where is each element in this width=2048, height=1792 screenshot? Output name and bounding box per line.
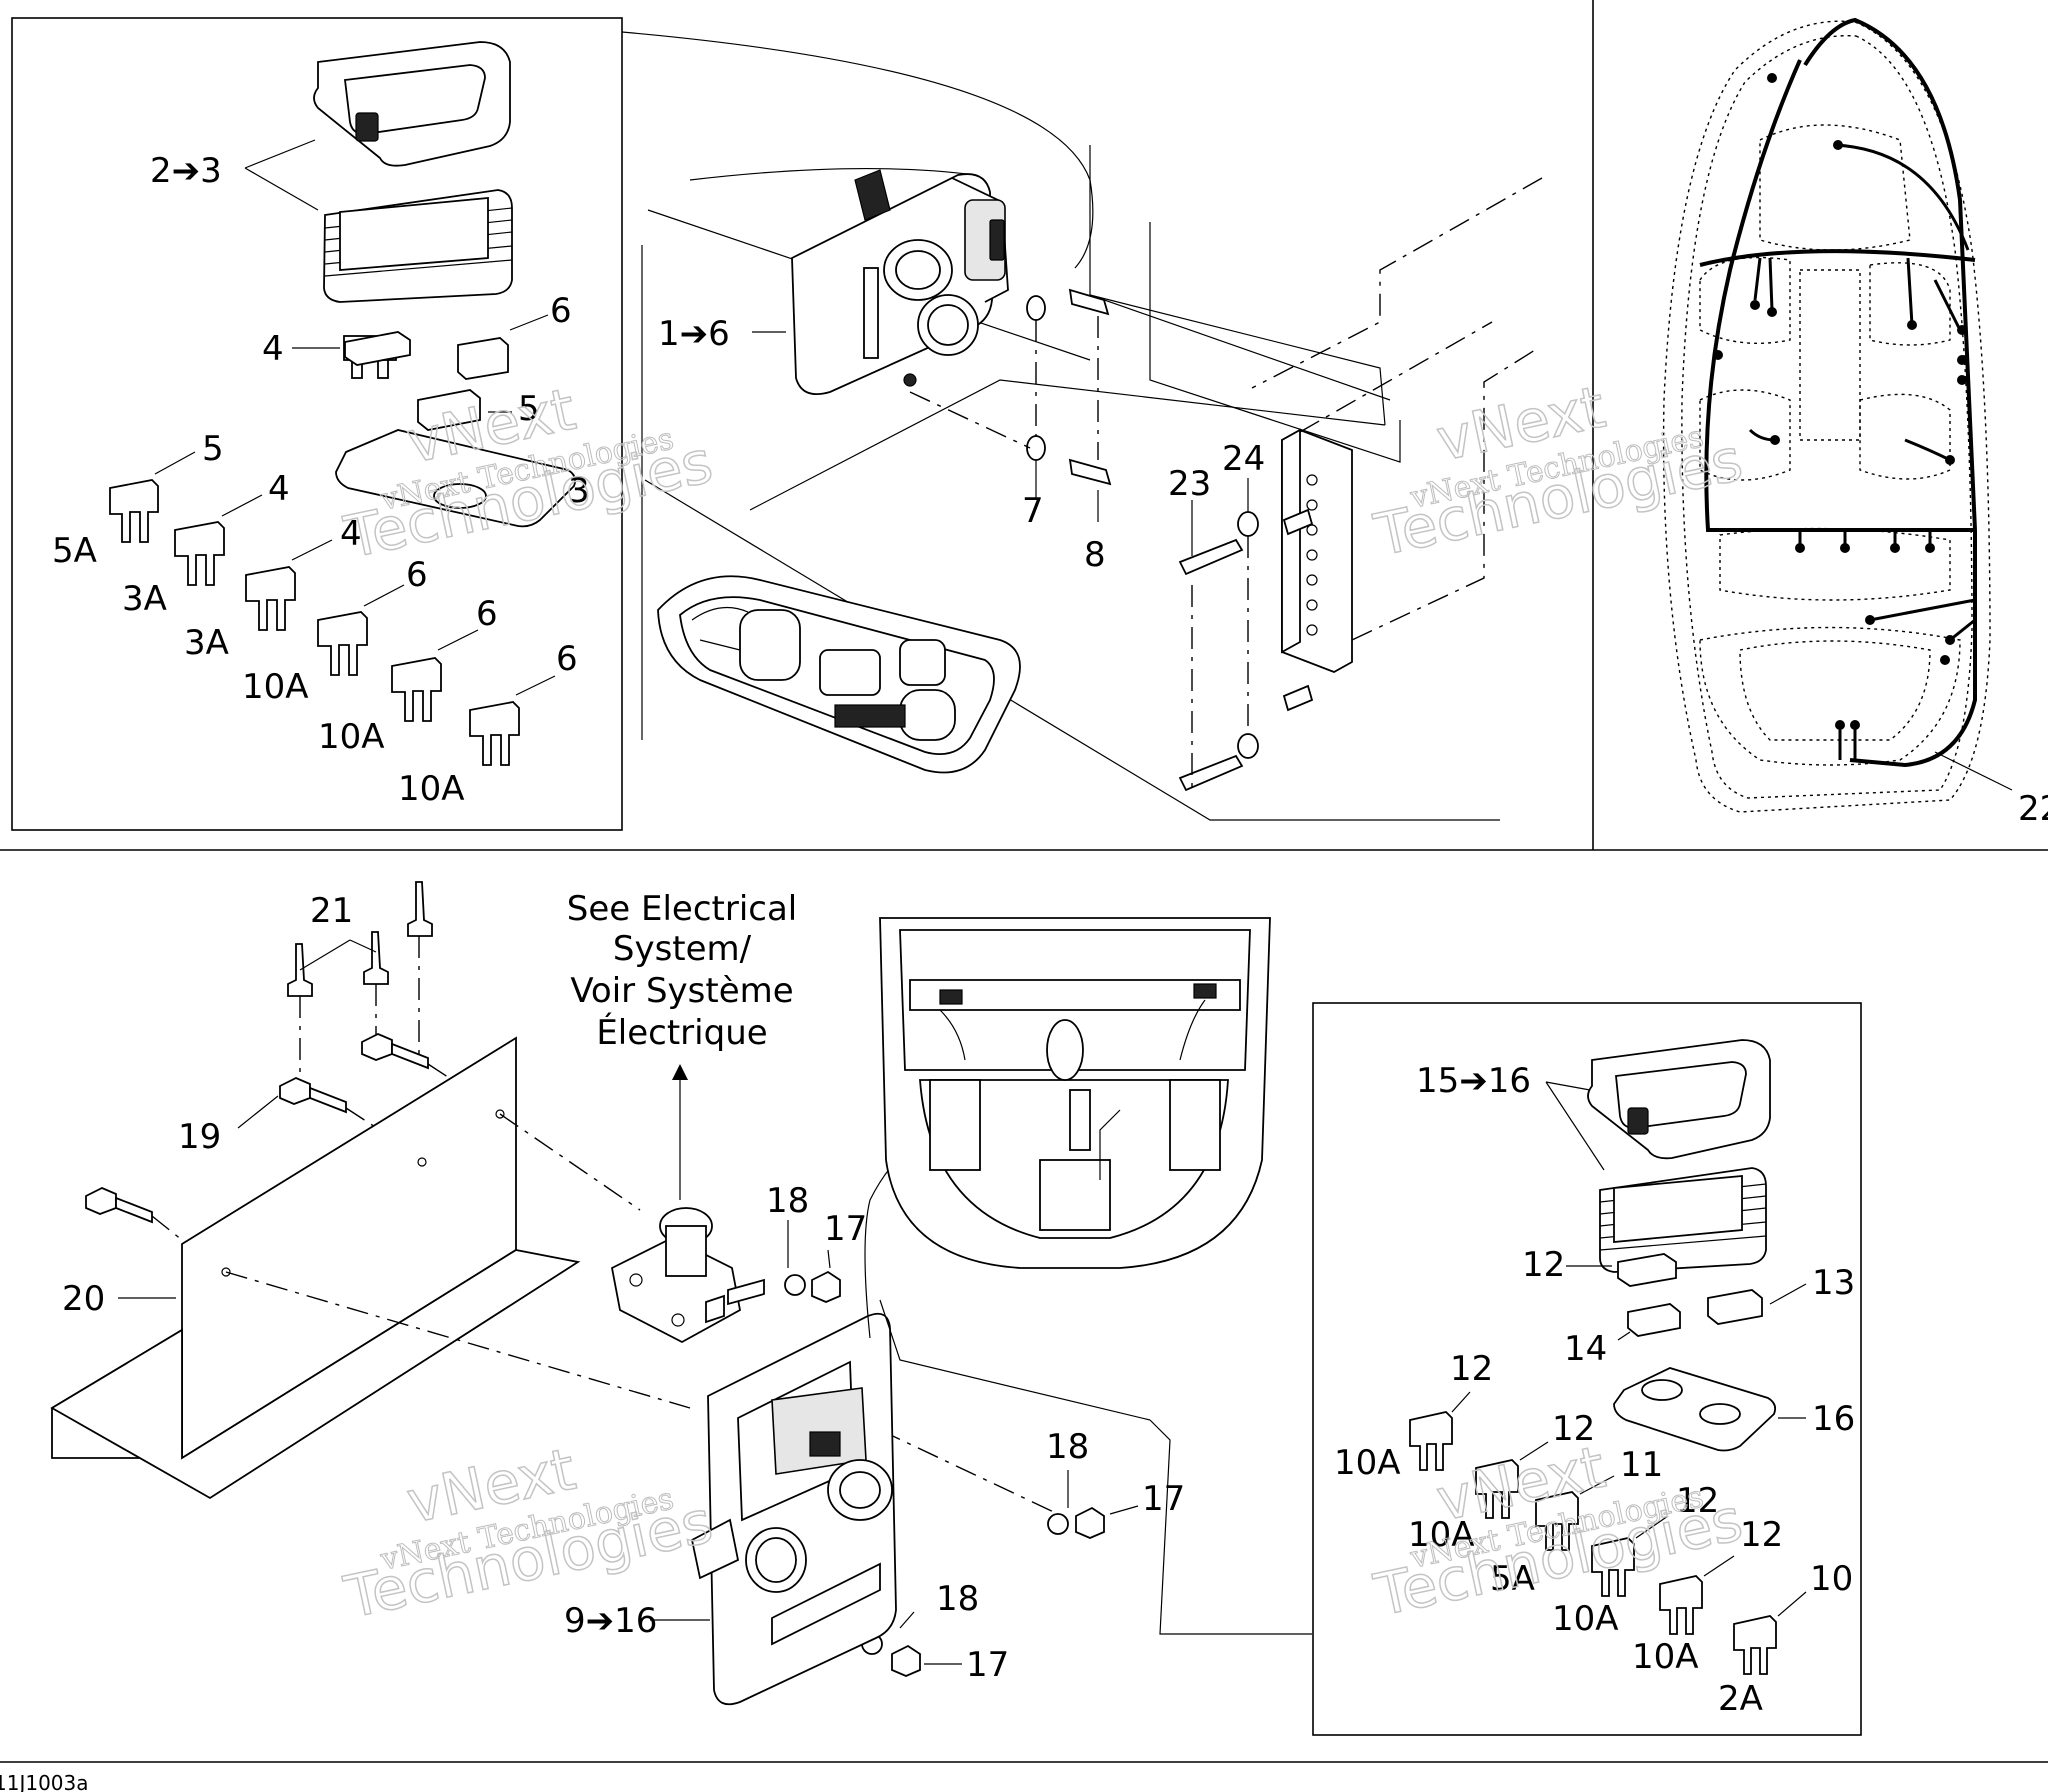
rivets-21 — [287, 881, 433, 1076]
leader-22 — [1934, 751, 2013, 791]
label-part-6-fuse-c: 6 — [556, 639, 578, 679]
fuse-top-5a-loose — [417, 389, 481, 431]
fuse-box-cover-bottom — [1587, 1039, 1771, 1160]
label-amp-3a-a: 3A — [122, 579, 167, 619]
note-line-1: See Electrical — [567, 889, 798, 929]
note-line-4: Électrique — [596, 1012, 767, 1053]
note-line-2: System/ — [613, 929, 752, 969]
label-amp-2a: 2A — [1718, 1679, 1763, 1719]
label-part-4-fuse-a: 4 — [268, 469, 290, 509]
fuse-box-bracket-top — [335, 429, 577, 528]
label-part-5: 5 — [518, 389, 540, 429]
mounting-bracket-20 — [50, 1036, 691, 1500]
fuse-box-gasket-top — [323, 189, 513, 303]
hull-harness-view — [1662, 20, 1991, 813]
fuse-box-inset-bottom — [1312, 1002, 1862, 1736]
watermark-3: vNext Technologies vNext Technologies — [338, 1434, 719, 1632]
label-part-2-3: 2➔3 — [150, 151, 222, 191]
drawing-code: 11J1003a — [0, 1771, 89, 1792]
wiring-harness-22 — [1699, 17, 1977, 768]
label-amp-10a-f: 10A — [1552, 1599, 1619, 1639]
leader-to-inset-top — [621, 31, 1500, 821]
fuse-column-bottom — [1409, 1411, 1777, 1675]
label-part-17-b: 17 — [1142, 1479, 1185, 1519]
label-part-3: 3 — [568, 471, 590, 511]
fuse-box-gasket-bottom — [1599, 1167, 1767, 1273]
label-part-20: 20 — [62, 1279, 105, 1319]
hull-top-view-small — [657, 575, 1021, 774]
label-part-19: 19 — [178, 1117, 221, 1157]
washers-nuts-17-18 — [781, 1220, 1139, 1677]
label-part-10: 10 — [1810, 1559, 1853, 1599]
label-amp-10a-g: 10A — [1632, 1637, 1699, 1677]
label-part-12-fuse-a: 12 — [1450, 1349, 1493, 1389]
fuse-box-assembly-bottom — [650, 1139, 921, 1706]
label-part-21: 21 — [310, 891, 353, 931]
relay-solenoid — [610, 1064, 841, 1344]
screws-washers-7-8 — [909, 288, 1112, 522]
fuse-box-inset-top — [11, 17, 623, 831]
fuses-bottom-loose — [1617, 1253, 1763, 1337]
label-part-12-fuse-c: 12 — [1676, 1481, 1719, 1521]
terminal-block — [1281, 321, 1536, 673]
fuse-box-assembly-top — [791, 169, 1009, 396]
label-part-24: 24 — [1222, 439, 1265, 479]
label-part-4-fuse-b: 4 — [340, 514, 362, 554]
fuse-box-bracket-bottom — [1613, 1367, 1777, 1452]
label-part-6-fuse-a: 6 — [406, 555, 428, 595]
label-part-1-6: 1➔6 — [658, 314, 730, 354]
leader-24 — [1191, 478, 1249, 556]
leader-lines-top-inset — [154, 139, 556, 696]
label-amp-10a-a: 10A — [242, 667, 309, 707]
label-amp-3a-b: 3A — [184, 623, 229, 663]
label-part-12-fuse-b: 12 — [1552, 1409, 1595, 1449]
label-part-13: 13 — [1812, 1263, 1855, 1303]
label-part-18-b: 18 — [1046, 1427, 1089, 1467]
label-amp-10a-b: 10A — [318, 717, 385, 757]
label-part-17-c: 17 — [966, 1645, 1009, 1685]
watermark-2: vNext Technologies vNext Technologies — [1368, 372, 1749, 570]
label-part-12: 12 — [1522, 1245, 1565, 1285]
label-part-18-a: 18 — [766, 1181, 809, 1221]
console-rear-view — [879, 917, 1312, 1635]
label-part-4: 4 — [262, 329, 284, 369]
label-part-6-fuse-b: 6 — [476, 594, 498, 634]
leader-lines-bottom-inset — [1451, 1081, 1807, 1617]
label-amp-5a-b: 5A — [1490, 1559, 1535, 1599]
label-part-22: 22 — [2018, 789, 2048, 829]
label-part-8: 8 — [1084, 535, 1106, 575]
label-part-16: 16 — [1812, 1399, 1855, 1439]
label-part-12-fuse-d: 12 — [1740, 1515, 1783, 1555]
label-amp-10a-c: 10A — [398, 769, 465, 809]
label-part-23: 23 — [1168, 464, 1211, 504]
screws-23-24 — [1178, 177, 1543, 792]
label-amp-10a-d: 10A — [1334, 1443, 1401, 1483]
label-part-6: 6 — [550, 291, 572, 331]
fuse-top-3a-loose — [457, 337, 509, 380]
label-part-15-16: 15➔16 — [1416, 1061, 1531, 1101]
fuse-box-cover-top — [313, 41, 511, 167]
label-part-7: 7 — [1022, 491, 1044, 531]
fuse-column-top — [109, 479, 520, 766]
label-part-18-c: 18 — [936, 1579, 979, 1619]
label-amp-10a-e: 10A — [1408, 1515, 1475, 1555]
label-part-17-a: 17 — [824, 1209, 867, 1249]
label-amp-5a: 5A — [52, 531, 97, 571]
fuse-4-top — [344, 331, 411, 366]
label-part-11: 11 — [1620, 1445, 1663, 1485]
label-part-5-fuse: 5 — [202, 429, 224, 469]
label-part-14: 14 — [1564, 1329, 1607, 1369]
label-part-9-16: 9➔16 — [564, 1601, 657, 1641]
bolts-19 — [85, 1033, 481, 1241]
note-line-3: Voir Système — [570, 971, 793, 1011]
